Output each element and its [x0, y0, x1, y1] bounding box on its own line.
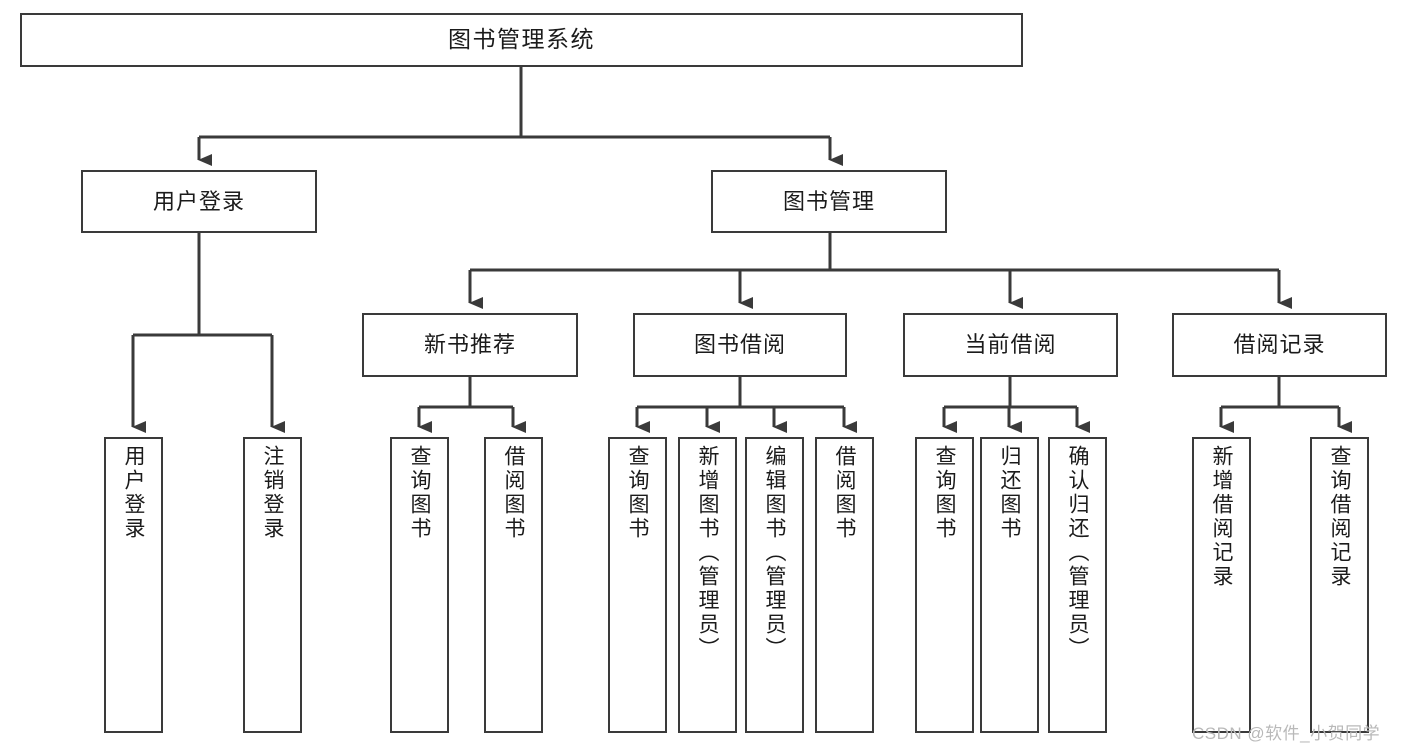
node-label: 借阅记录	[1233, 332, 1326, 358]
node-label: 新增图书（管理员）	[696, 445, 719, 661]
node-borrow-record[interactable]: 借阅记录	[1172, 313, 1387, 377]
node-label: 图书借阅	[693, 332, 786, 358]
node-label: 归还图书	[998, 445, 1021, 541]
node-label: 编辑图书（管理员）	[763, 445, 786, 661]
node-leaf-add-book[interactable]: 新增图书（管理员）	[678, 437, 737, 733]
node-leaf-user-login[interactable]: 用户登录	[104, 437, 163, 733]
node-leaf-borrow-book-recommend[interactable]: 借阅图书	[484, 437, 543, 733]
node-label: 用户登录	[122, 445, 145, 541]
node-leaf-edit-book[interactable]: 编辑图书（管理员）	[745, 437, 804, 733]
node-label: 新增借阅记录	[1210, 445, 1233, 589]
node-book-borrow[interactable]: 图书借阅	[633, 313, 847, 377]
node-label: 当前借阅	[964, 332, 1057, 358]
node-leaf-query-book-current[interactable]: 查询图书	[915, 437, 974, 733]
node-leaf-logout-login[interactable]: 注销登录	[243, 437, 302, 733]
node-leaf-query-book-recommend[interactable]: 查询图书	[390, 437, 449, 733]
node-leaf-confirm-return[interactable]: 确认归还（管理员）	[1048, 437, 1107, 733]
node-label: 图书管理	[782, 188, 875, 214]
node-current-borrow[interactable]: 当前借阅	[903, 313, 1118, 377]
node-label: 图书管理系统	[448, 26, 595, 53]
node-new-book-recommend[interactable]: 新书推荐	[362, 313, 578, 377]
node-leaf-query-book-borrow[interactable]: 查询图书	[608, 437, 667, 733]
node-label: 用户登录	[152, 188, 245, 214]
node-label: 新书推荐	[423, 332, 516, 358]
node-book-manage[interactable]: 图书管理	[711, 170, 947, 233]
node-leaf-query-record[interactable]: 查询借阅记录	[1310, 437, 1369, 733]
watermark-text: CSDN @软件_小贺同学	[1192, 724, 1381, 743]
node-user-login[interactable]: 用户登录	[81, 170, 317, 233]
node-label: 查询图书	[933, 445, 956, 541]
node-label: 查询图书	[626, 445, 649, 541]
node-label: 注销登录	[261, 445, 284, 541]
node-label: 借阅图书	[833, 445, 856, 541]
node-leaf-add-record[interactable]: 新增借阅记录	[1192, 437, 1251, 733]
node-root-system[interactable]: 图书管理系统	[20, 13, 1023, 67]
node-label: 借阅图书	[502, 445, 525, 541]
node-leaf-borrow-book[interactable]: 借阅图书	[815, 437, 874, 733]
node-label: 确认归还（管理员）	[1066, 445, 1089, 661]
node-label: 查询图书	[408, 445, 431, 541]
node-label: 查询借阅记录	[1328, 445, 1351, 589]
node-leaf-return-book[interactable]: 归还图书	[980, 437, 1039, 733]
